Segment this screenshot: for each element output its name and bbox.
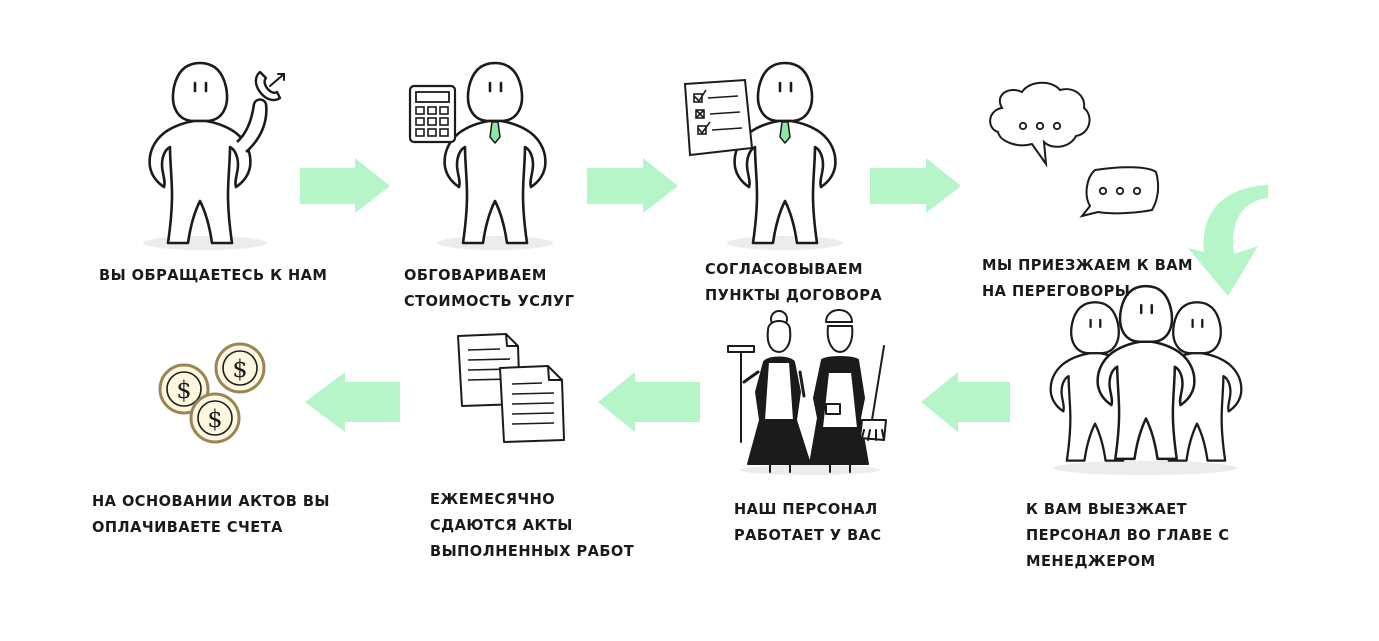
step-3-line-2: ПУНКТЫ ДОГОВОРА (705, 286, 883, 304)
arrow-step4-to-step5 (1188, 185, 1268, 296)
step-2-line-2: СТОИМОСТЬ УСЛУГ (404, 292, 575, 310)
step-7-line-1: ЕЖЕМЕСЯЧНО (430, 490, 556, 508)
step-4-line-1: МЫ ПРИЕЗЖАЕМ К ВАМ (982, 256, 1194, 274)
step-7-caption: ЕЖЕМЕСЯЧНО СДАЮТСЯ АКТЫ ВЫПОЛНЕННЫХ РАБО… (430, 486, 634, 564)
step-6-line-2: РАБОТАЕТ У ВАС (734, 526, 882, 544)
step-8-caption: НА ОСНОВАНИИ АКТОВ ВЫ ОПЛАЧИВАЕТЕ СЧЕТА (92, 488, 330, 540)
step-5-line-1: К ВАМ ВЫЕЗЖАЕТ (1026, 500, 1188, 518)
step-3-illustration (683, 61, 843, 250)
arrow-step3-to-step4 (870, 158, 961, 213)
arrow-step6-to-step7 (598, 372, 700, 432)
step-8-illustration: $ $ $ (158, 342, 266, 444)
svg-text:$: $ (207, 405, 222, 433)
cleaners-icon (727, 309, 887, 473)
step-4-illustration (989, 81, 1160, 218)
arrow-step7-to-step8 (305, 372, 400, 432)
step-6-line-1: НАШ ПЕРСОНАЛ (734, 500, 878, 518)
step-5-caption: К ВАМ ВЫЕЗЖАЕТ ПЕРСОНАЛ ВО ГЛАВЕ С МЕНЕД… (1026, 496, 1230, 574)
step-8-line-1: НА ОСНОВАНИИ АКТОВ ВЫ (92, 492, 330, 510)
step-7-illustration (457, 333, 565, 443)
step-1-caption: ВЫ ОБРАЩАЕТЕСЬ К НАМ (99, 262, 327, 288)
speech-bubbles-icon (989, 81, 1160, 218)
dollar-coins-icon: $ $ $ (158, 342, 266, 444)
arrow-step2-to-step3 (587, 158, 678, 213)
step-8-line-2: ОПЛАЧИВАЕТЕ СЧЕТА (92, 518, 283, 536)
step-4-caption: МЫ ПРИЕЗЖАЕМ К ВАМ НА ПЕРЕГОВОРЫ (982, 252, 1193, 304)
documents-icon (457, 333, 565, 443)
calculator-icon (408, 84, 457, 144)
step-2-illustration (408, 61, 553, 250)
step-2-caption: ОБГОВАРИВАЕМ СТОИМОСТЬ УСЛУГ (404, 262, 575, 314)
checklist-icon (683, 78, 754, 157)
arrow-step1-to-step2 (300, 158, 390, 213)
step-7-line-2: СДАЮТСЯ АКТЫ (430, 516, 573, 534)
step-6-caption: НАШ ПЕРСОНАЛ РАБОТАЕТ У ВАС (734, 496, 882, 548)
step-7-line-3: ВЫПОЛНЕННЫХ РАБОТ (430, 542, 635, 560)
step-6-illustration (727, 309, 887, 475)
team-icon (1049, 284, 1243, 462)
svg-text:$: $ (232, 355, 247, 383)
svg-text:$: $ (176, 376, 191, 404)
step-3-line-1: СОГЛАСОВЫВАЕМ (705, 260, 863, 278)
step-3-caption: СОГЛАСОВЫВАЕМ ПУНКТЫ ДОГОВОРА (705, 256, 882, 308)
step-5-illustration (1049, 284, 1243, 475)
arrow-step5-to-step6 (921, 372, 1010, 432)
step-2-line-1: ОБГОВАРИВАЕМ (404, 266, 547, 284)
step-5-line-3: МЕНЕДЖЕРОМ (1026, 552, 1156, 570)
step-5-line-2: ПЕРСОНАЛ ВО ГЛАВЕ С (1026, 526, 1230, 544)
step-1-line-1: ВЫ ОБРАЩАЕТЕСЬ К НАМ (99, 266, 328, 284)
step-4-line-2: НА ПЕРЕГОВОРЫ (982, 282, 1131, 300)
step-1-illustration (143, 61, 285, 250)
phone-icon (254, 70, 285, 102)
